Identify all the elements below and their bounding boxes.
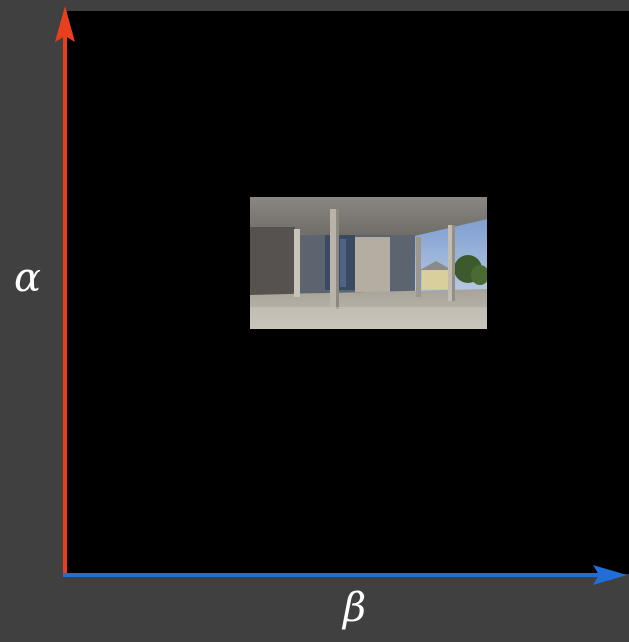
horizontal-axis-label: β [343, 585, 367, 631]
building-underpass-photo [250, 197, 487, 329]
photo-illustration [250, 197, 487, 329]
vertical-axis-label: α [14, 255, 42, 301]
